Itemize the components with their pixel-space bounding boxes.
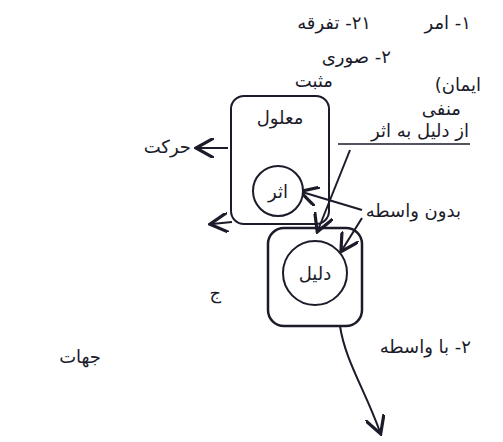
handwritten-note: ۲- با واسطه <box>378 336 473 358</box>
handwritten-note: از دلیل به اثر <box>369 120 471 142</box>
handwritten-note: حرکت <box>142 136 193 158</box>
handwritten-note: ۲۱- تفرقه <box>295 12 373 34</box>
circle-node: اثر <box>252 165 304 217</box>
handwritten-note: منفی <box>420 98 463 120</box>
handwritten-note: ۲- صوری <box>320 46 393 68</box>
handwritten-note: ج <box>207 282 223 304</box>
node-text: معلول <box>232 107 328 128</box>
node-text: اثر <box>268 181 288 202</box>
leader-arrow <box>340 326 380 432</box>
handwritten-note: بدون واسطه <box>364 200 463 222</box>
handwritten-note: ۱- امر <box>423 12 473 34</box>
node-text: دلیل <box>299 263 332 284</box>
handwritten-note: جهات <box>57 346 103 368</box>
underline <box>338 143 470 145</box>
circle-node: دلیل <box>282 240 348 306</box>
leader-arrow <box>318 150 350 230</box>
handwritten-note: مثبت <box>293 70 335 92</box>
handwritten-note: ایمان) <box>433 74 483 96</box>
lower-box <box>268 228 362 326</box>
rounded-box: معلول اثر <box>230 95 330 225</box>
leader-arrow <box>212 222 232 224</box>
leader-arrow <box>342 218 362 250</box>
leader-arrow <box>198 147 228 149</box>
